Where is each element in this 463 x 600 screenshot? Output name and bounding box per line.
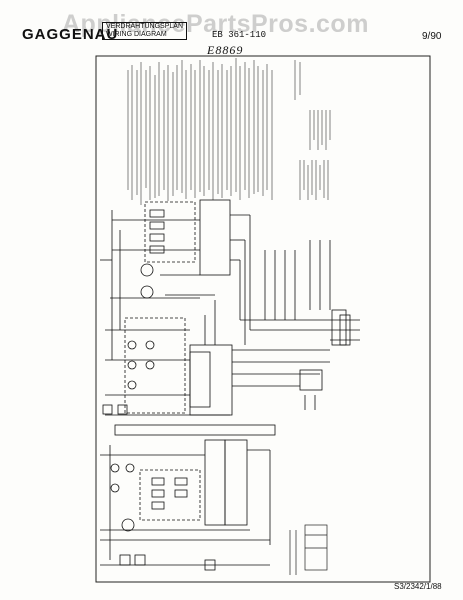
- document-number: S3/2342/1/88: [394, 582, 442, 591]
- brand-logo: GAGGENAU: [22, 26, 119, 43]
- revision-date: 9/90: [422, 31, 442, 42]
- middle-control-block: [102, 300, 330, 416]
- upper-switch-module: [100, 199, 251, 360]
- legend-block: [127, 58, 331, 205]
- terminal-block: [264, 240, 360, 410]
- drawing-id: E8869: [207, 43, 244, 57]
- title-en: WIRING DIAGRAM: [106, 31, 167, 38]
- title-box: VERDRAHTUNGSPLAN WIRING DIAGRAM: [102, 22, 188, 40]
- watermark: AppliancePartsPros.com: [62, 10, 369, 38]
- title-de: VERDRAHTUNGSPLAN: [106, 23, 184, 30]
- connector-legend: [289, 524, 328, 575]
- drawing-frame: [95, 55, 431, 583]
- model-number: EB 361-110: [212, 30, 267, 40]
- lower-oven-section: [100, 424, 276, 571]
